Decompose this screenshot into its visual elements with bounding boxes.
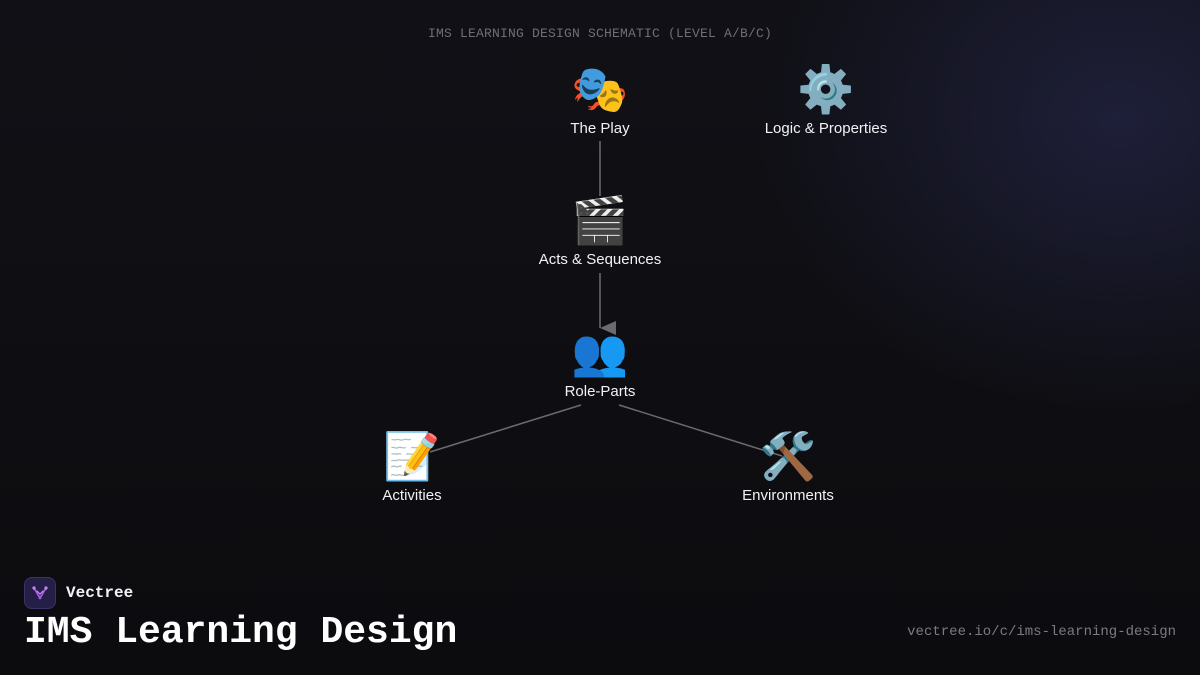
node-label: Role-Parts bbox=[564, 383, 636, 400]
brand-name: Vectree bbox=[66, 584, 134, 602]
vectree-logo-icon bbox=[24, 577, 56, 609]
edge-roles-environments bbox=[618, 404, 783, 457]
node-role-parts: 👥 Role-Parts bbox=[500, 325, 700, 400]
node-label: Environments bbox=[742, 487, 834, 504]
node-environments: 🛠️ Environments bbox=[688, 429, 888, 504]
node-label: The Play bbox=[570, 120, 630, 137]
clapper-board-icon: 🎬 bbox=[571, 193, 629, 247]
node-acts-sequences: 🎬 Acts & Sequences bbox=[500, 193, 700, 268]
memo-icon: 📝 bbox=[383, 429, 441, 483]
gear-icon: ⚙️ bbox=[797, 62, 855, 116]
brand[interactable]: Vectree bbox=[24, 577, 133, 609]
tools-icon: 🛠️ bbox=[759, 429, 817, 483]
people-icon: 👥 bbox=[571, 325, 629, 379]
node-activities: 📝 Activities bbox=[312, 429, 512, 504]
node-label: Logic & Properties bbox=[764, 120, 888, 137]
node-label: Acts & Sequences bbox=[538, 251, 662, 268]
node-the-play: 🎭 The Play bbox=[500, 62, 700, 137]
edge-roles-activities bbox=[429, 404, 582, 453]
page-url-link[interactable]: vectree.io/c/ims-learning-design bbox=[907, 624, 1176, 640]
schematic-label: IMS LEARNING DESIGN SCHEMATIC (LEVEL A/B… bbox=[427, 26, 773, 41]
node-logic-properties: ⚙️ Logic & Properties bbox=[726, 62, 926, 137]
vectree-logo-mark bbox=[32, 586, 48, 600]
page-title: IMS Learning Design bbox=[24, 611, 458, 654]
performing-arts-masks-icon: 🎭 bbox=[571, 62, 629, 116]
node-label: Activities bbox=[382, 487, 442, 504]
